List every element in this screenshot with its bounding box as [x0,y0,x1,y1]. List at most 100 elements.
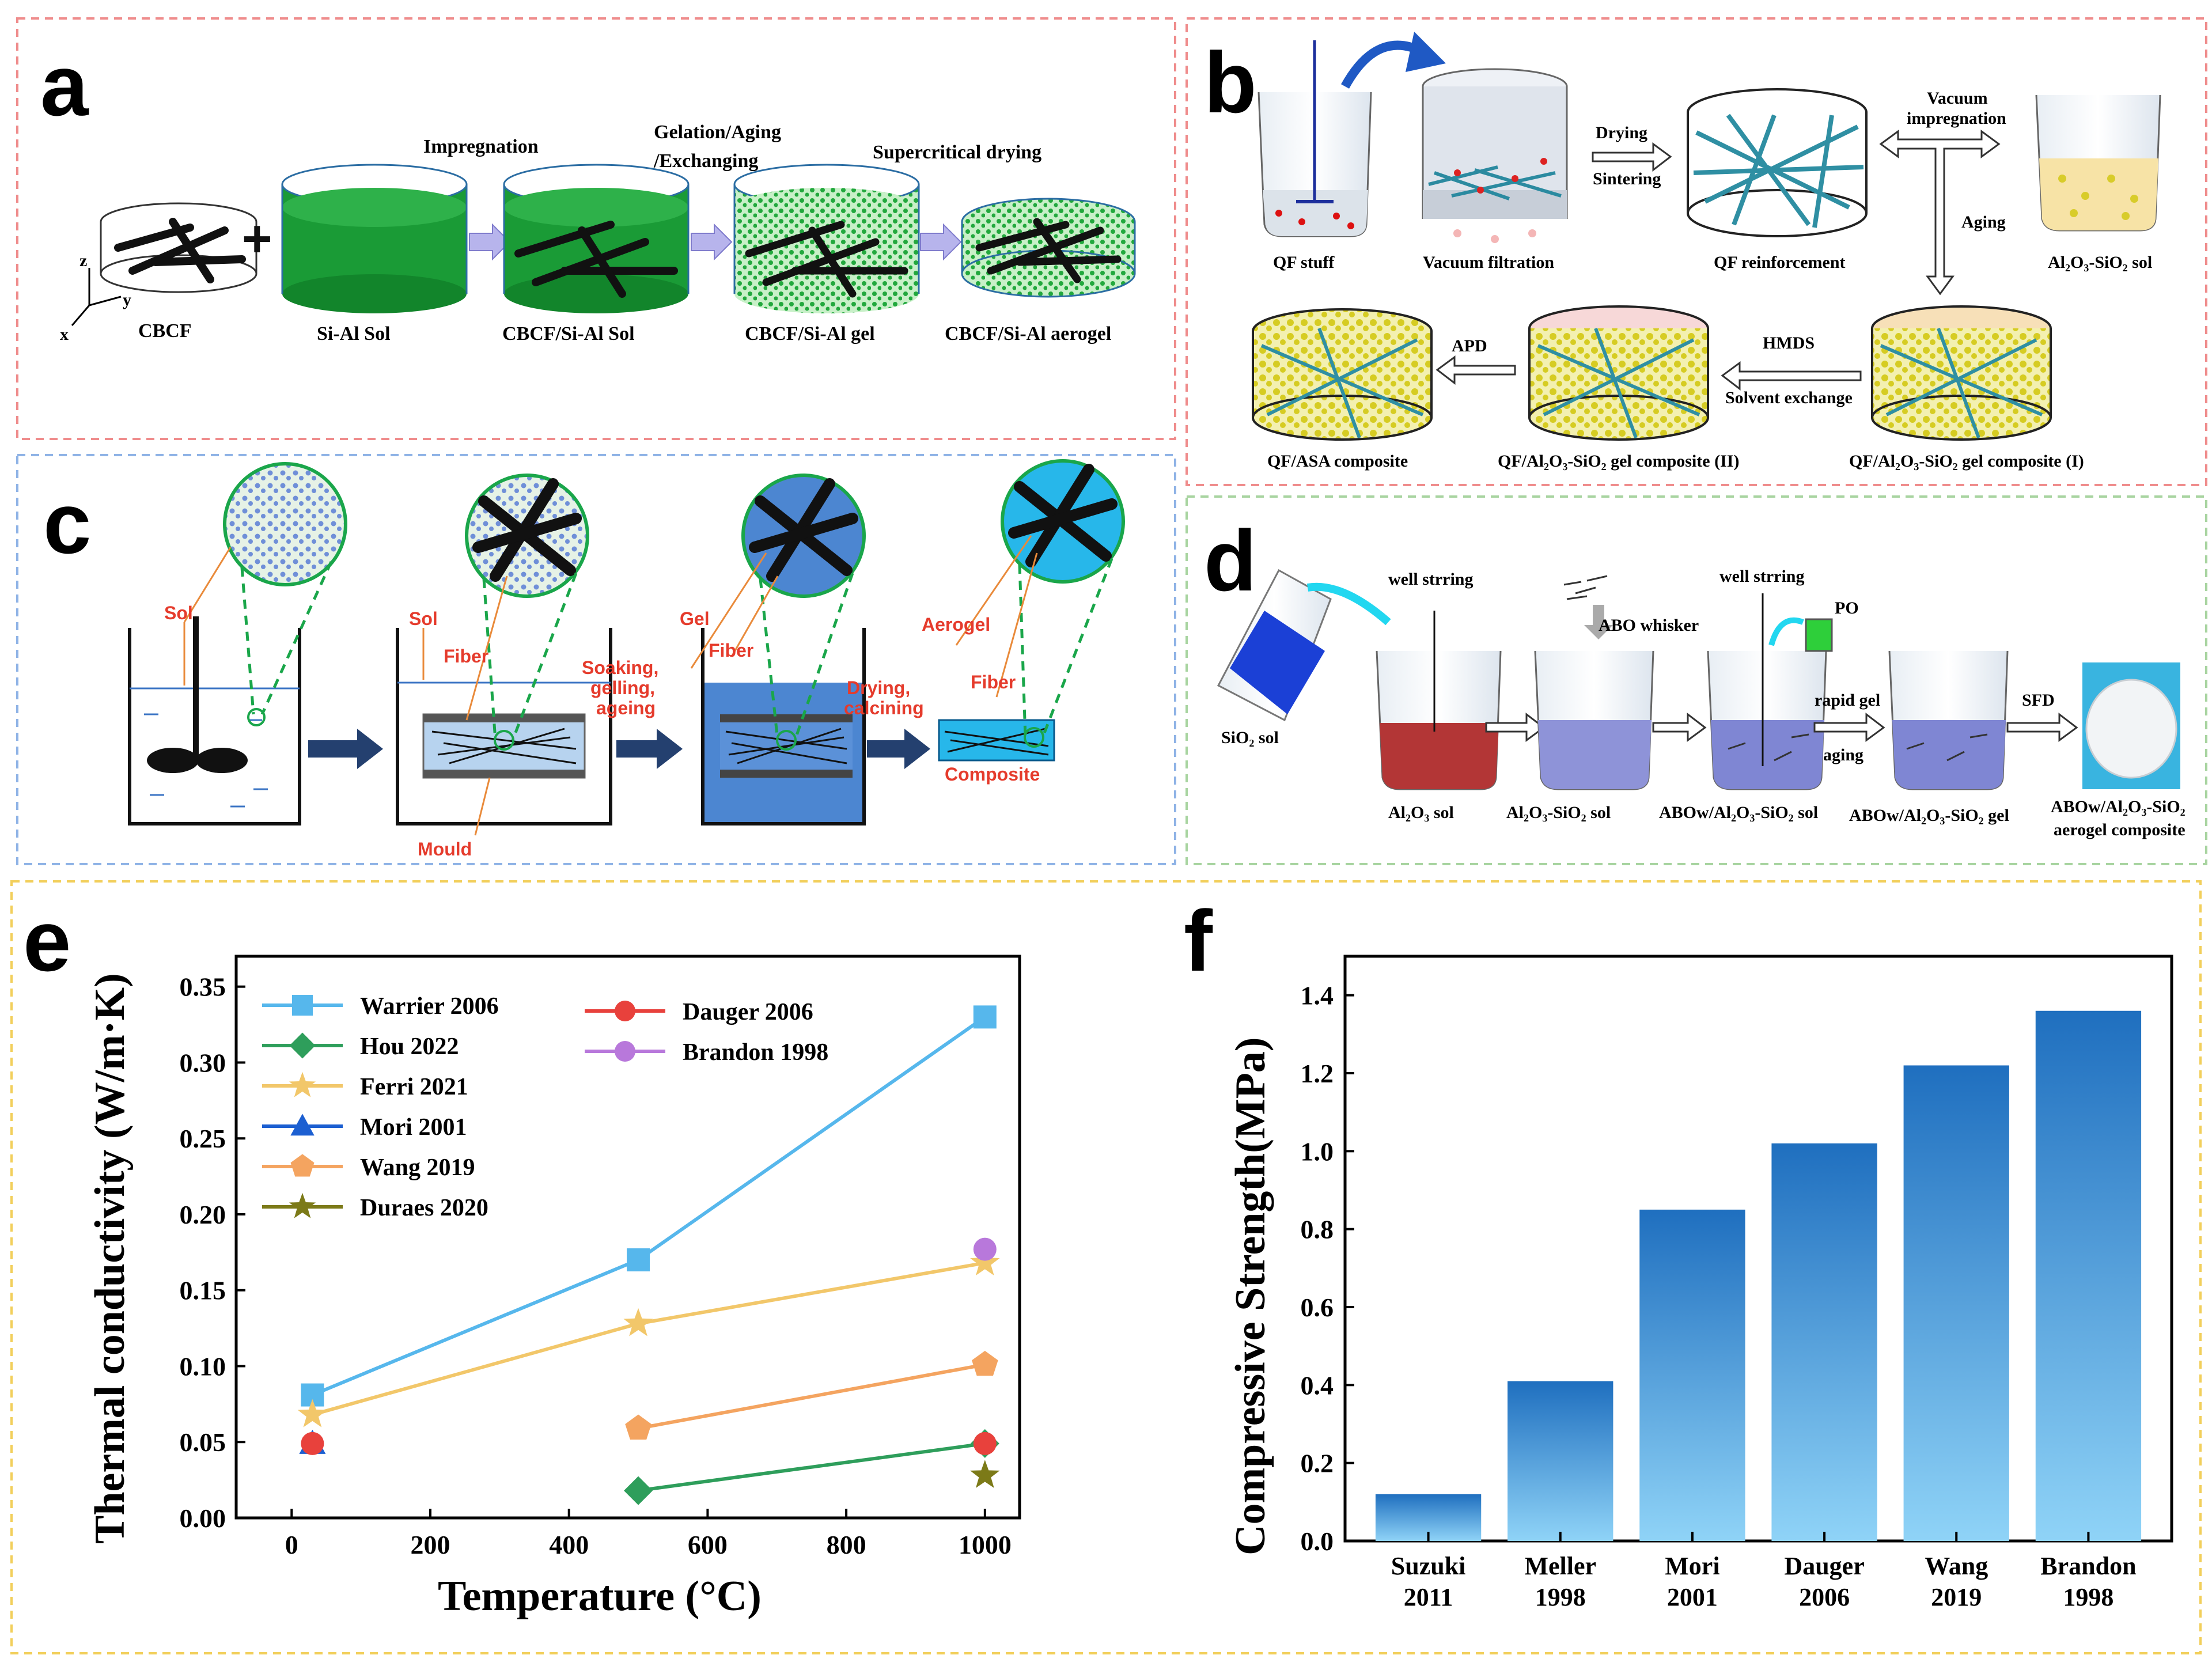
y-tick-label: 1.0 [1301,1137,1334,1166]
sintering-label: Sintering [1593,169,1661,188]
panel-d-border [1185,495,2207,865]
well-strring-label-2: well strring [1719,567,1804,586]
panel-b: b QF stuff Vacuum [1185,17,2207,486]
abow-aerogel-label-2: aerogel composite [2054,820,2186,839]
category-year-label: 1998 [1535,1583,1586,1611]
arrow-c3 [867,729,930,769]
exchanging-label: /Exchanging [653,150,758,172]
arrow-a3 [920,223,962,261]
qf-asa-composite-label: QF/ASA composite [1267,452,1408,471]
data-point [627,1248,650,1272]
legend-item: Ferri 2021 [262,1071,468,1100]
y-tick-label: 0.6 [1301,1293,1334,1322]
arrow-d3 [1813,712,1885,742]
data-point [973,1237,997,1261]
arrow-a1 [469,223,511,261]
legend-item: Mori 2001 [262,1114,467,1141]
legend-item: Warrier 2006 [262,993,499,1020]
zoom-line-3a [759,578,779,741]
fiber-label-2: Fiber [444,646,488,667]
series-duraes-2020 [970,1460,1000,1489]
al2o3-sio2-sol-beaker [2035,94,2161,232]
gel-label: Gel [680,608,710,629]
legend-item: Brandon 1998 [585,1039,828,1066]
data-point [290,1154,315,1177]
qf-gel-composite-i [1871,305,2052,441]
series-hou-2022 [624,1429,999,1505]
cbcf-si-al-gel-label: CBCF/Si-Al gel [745,323,875,344]
arrow-a2 [691,223,733,261]
axis-y-label: y [123,290,131,309]
aerogel-pointer [955,535,1032,646]
series-line [312,1261,986,1417]
arrow-c1 [308,729,383,769]
y-tick-label: 0.05 [180,1427,226,1457]
y-tick-label: 1.2 [1301,1059,1334,1088]
zoom-line-2b [511,573,578,741]
chart-e-series [297,1005,1000,1505]
y-tick-label: 0.20 [180,1200,226,1229]
data-point [615,1041,635,1062]
category-label: Suzuki [1391,1552,1466,1580]
data-point [615,1001,635,1021]
arrow-b2 [1435,355,1516,385]
bar [1639,1209,1745,1541]
abow-gel-label: ABOw/Al₂O₃-SiO₂ gel [1849,806,2009,825]
cbcf-dish [100,202,257,293]
category-label: Meller [1524,1552,1596,1580]
impregnation-b-label: impregnation [1907,109,2006,128]
panel-a-border [16,17,1176,440]
calcining-label: calcining [844,698,924,718]
al2o3-sio2-sol-beaker [1534,575,1654,790]
bar [1903,1065,2009,1541]
cbcf-si-al-aerogel-dish [961,198,1136,298]
impregnation-label: Impregnation [423,136,539,157]
y-tick-label: 0.25 [180,1124,226,1153]
po-label: PO [1835,599,1859,618]
series-line [638,1441,986,1493]
category-year-label: 1998 [2063,1583,2113,1611]
fiber-pointer-3 [730,575,779,657]
gelation-label: Gelation/Aging [654,122,781,143]
arrow-c2 [616,729,683,769]
data-point [290,1114,315,1136]
y-tick-label: 0.4 [1301,1370,1334,1400]
qf-gel-composite-i-label: QF/Al₂O₃-SiO₂ gel composite (I) [1849,452,2084,471]
x-tick-label: 600 [688,1530,728,1559]
y-tick-label: 0.15 [180,1276,226,1305]
series-dauger-2006 [301,1432,997,1455]
series-brandon-1998 [973,1237,997,1261]
fiber-pointer-4 [995,552,1038,698]
category-year-label: 2011 [1404,1583,1453,1611]
category-year-label: 2001 [1667,1583,1718,1611]
composite-block [938,719,1055,762]
axis-x-label: x [60,325,69,344]
y-tick-label: 0.8 [1301,1215,1334,1244]
y-tick-label: 0.35 [180,972,226,1002]
zoom-line-4b [1041,558,1113,738]
sfd-label: SFD [2022,691,2055,710]
mould-pointer [474,777,491,836]
legend-label: Wang 2019 [360,1154,475,1181]
panel-c: c Sol [16,454,1176,865]
hmds-label: HMDS [1763,334,1815,353]
data-point [973,1432,997,1455]
data-point [971,1350,998,1376]
vacuum-filtration [1422,68,1568,243]
qf-reinforcement-label: QF reinforcement [1714,253,1846,272]
panel-ef-border [10,880,2202,1654]
vacuum-filtration-label: Vacuum filtration [1423,253,1554,272]
x-tick-label: 1000 [959,1530,1012,1559]
arrow-d4 [2006,712,2078,742]
panel-a: a CBCF z y x + [16,17,1176,440]
panel-d-letter: d [1204,512,1257,609]
legend-label: Ferri 2021 [360,1074,468,1100]
al2o3-sol-beaker [1376,611,1502,790]
qf-gel-composite-ii [1528,305,1709,441]
panel-f-letter: f [1184,892,1213,989]
cbcf-si-al-gel-dish [733,164,920,313]
aging-d-label: aging [1823,745,1863,764]
aging-label: Aging [1961,213,2006,232]
